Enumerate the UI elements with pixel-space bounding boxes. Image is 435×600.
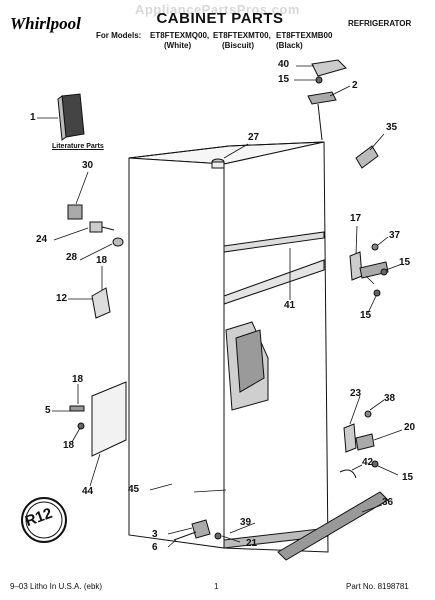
callout-number: 15 [402, 472, 414, 483]
model-number: ET8FTEXMB00 [276, 31, 333, 40]
model-number: ET8FTEXMQ00, [150, 31, 210, 40]
watermark: AppliancePartsPros.com [135, 2, 300, 17]
callout-number: 36 [382, 497, 394, 508]
part-35 [355, 145, 379, 169]
callout-number: 6 [152, 542, 158, 553]
appliance-category: REFRIGERATOR [348, 19, 412, 28]
callout-number: 41 [284, 300, 296, 311]
part-28 [112, 237, 124, 247]
page-title: CABINET PARTS [156, 10, 284, 27]
grille-36 [277, 491, 389, 561]
callout-number: 37 [389, 230, 401, 241]
callout-number: 30 [82, 160, 94, 171]
refrigerator-cabinet [128, 141, 329, 553]
r12-logo [21, 497, 67, 543]
callout-number: 15 [399, 257, 411, 268]
model-color: (Biscuit) [222, 41, 254, 50]
callout-number: 40 [278, 59, 290, 70]
model-color: (Black) [276, 41, 303, 50]
center-hinge-parts [349, 243, 389, 297]
callout-number: 27 [248, 132, 260, 143]
callout-number: 21 [246, 538, 258, 549]
leveling-parts [173, 519, 222, 541]
callout-number: 38 [384, 393, 396, 404]
footer-litho: 9–03 Litho In U.S.A. (ebk) [10, 582, 103, 591]
part-30 [67, 204, 83, 220]
footer-page-number: 1 [214, 582, 219, 591]
top-hinge-2 [307, 76, 337, 141]
left-door-parts [69, 381, 127, 457]
model-color: (White) [164, 41, 192, 50]
callout-number: 18 [72, 374, 84, 385]
callout-number: 18 [96, 255, 108, 266]
literature-booklet [57, 93, 85, 141]
callout-number: 42 [362, 457, 374, 468]
model-number: ET8FTEXMT00, [213, 31, 271, 40]
callout-number: 35 [386, 122, 398, 133]
plug-part-27 [211, 158, 225, 169]
callout-number: 1 [30, 112, 36, 123]
callout-number: 45 [128, 484, 140, 495]
callout-number: 12 [56, 293, 68, 304]
callout-number: 24 [36, 234, 48, 245]
callout-number: 15 [360, 310, 372, 321]
callout-number: 28 [66, 252, 78, 263]
callout-number: 18 [63, 440, 75, 451]
callout-number: 23 [350, 388, 362, 399]
callout-number: 3 [152, 529, 158, 540]
callout-number: 5 [45, 405, 51, 416]
callout-number: 39 [240, 517, 252, 528]
part-24 [89, 221, 115, 233]
callout-number: 44 [82, 486, 94, 497]
brand-logo: Whirlpool [10, 14, 81, 33]
literature-parts-label: Literature Parts [52, 143, 104, 150]
footer-part-number: Part No. 8198781 [346, 582, 409, 591]
hinge-cover-40 [311, 59, 347, 77]
part-12 [91, 287, 111, 319]
models-label: For Models: [96, 31, 142, 40]
callout-number: 2 [352, 80, 358, 91]
bottom-hinge-parts [339, 410, 379, 479]
callout-number: 17 [350, 213, 362, 224]
callout-number: 20 [404, 422, 416, 433]
callout-number: 15 [278, 74, 290, 85]
